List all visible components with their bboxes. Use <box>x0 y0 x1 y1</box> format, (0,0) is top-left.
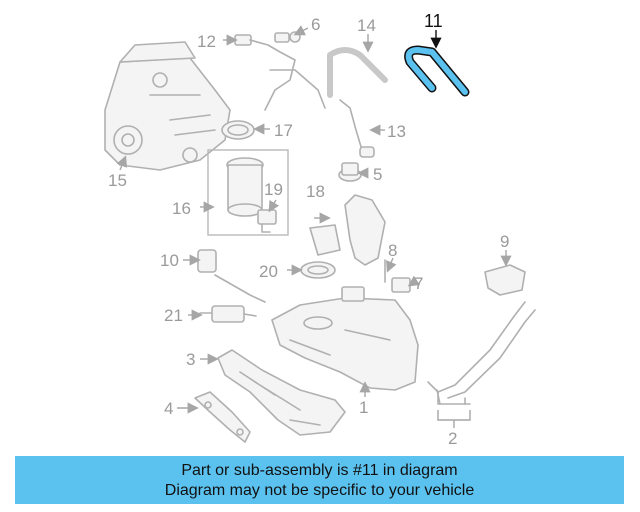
part-9-mount <box>484 264 526 296</box>
part-13-fitting <box>359 146 375 158</box>
part-5-cap <box>338 162 362 182</box>
part-16-sending-unit <box>226 157 264 217</box>
callout-20: 20 <box>259 262 278 281</box>
parts-diagram: 12 6 14 11 17 13 15 5 16 19 18 9 10 8 20… <box>104 11 536 448</box>
callout-9: 9 <box>500 232 509 251</box>
callout-17: 17 <box>274 121 293 140</box>
part-4-bracket <box>194 391 251 443</box>
part-11-hose-highlighted <box>404 45 470 97</box>
callout-16: 16 <box>172 199 191 218</box>
part-19-float <box>257 209 277 233</box>
part-3-heat-shield <box>217 349 346 436</box>
callout-18: 18 <box>306 182 325 201</box>
part-16-box <box>207 149 289 236</box>
part-12-line <box>234 34 326 111</box>
part-1-fuel-tank <box>271 286 419 391</box>
banner-line-disclaimer: Diagram may not be specific to your vehi… <box>164 482 475 499</box>
callout-8: 8 <box>388 241 397 260</box>
part-14-hose <box>327 47 388 98</box>
callout-labels: 12 6 14 11 17 13 15 5 16 19 18 9 10 8 20… <box>108 11 509 448</box>
leader-lines <box>116 25 512 428</box>
callout-4: 4 <box>164 399 173 418</box>
part-18-filler-neck <box>309 194 386 266</box>
part-21-filter <box>199 305 257 323</box>
callout-21: 21 <box>164 306 183 325</box>
callout-15: 15 <box>108 171 127 190</box>
callout-19: 19 <box>264 180 283 199</box>
info-banner: Part or sub-assembly is #11 in diagram D… <box>15 456 624 504</box>
callout-13: 13 <box>387 122 406 141</box>
callout-3: 3 <box>186 350 195 369</box>
callout-10: 10 <box>160 251 179 270</box>
part-15-pump-assembly <box>104 41 231 171</box>
callout-5: 5 <box>373 165 382 184</box>
part-13-pipe <box>339 99 371 153</box>
part-7-bracket <box>391 277 411 293</box>
part-2-tank-straps <box>427 301 536 405</box>
part-10-sensor <box>197 249 266 303</box>
callout-6: 6 <box>311 15 320 34</box>
callout-1: 1 <box>359 398 368 417</box>
callout-2: 2 <box>448 429 457 448</box>
callout-7: 7 <box>414 274 423 293</box>
banner-line-part-info: Part or sub-assembly is #11 in diagram <box>181 462 458 479</box>
callout-12: 12 <box>197 32 216 51</box>
callout-14: 14 <box>357 16 376 35</box>
callout-11: 11 <box>424 11 443 31</box>
